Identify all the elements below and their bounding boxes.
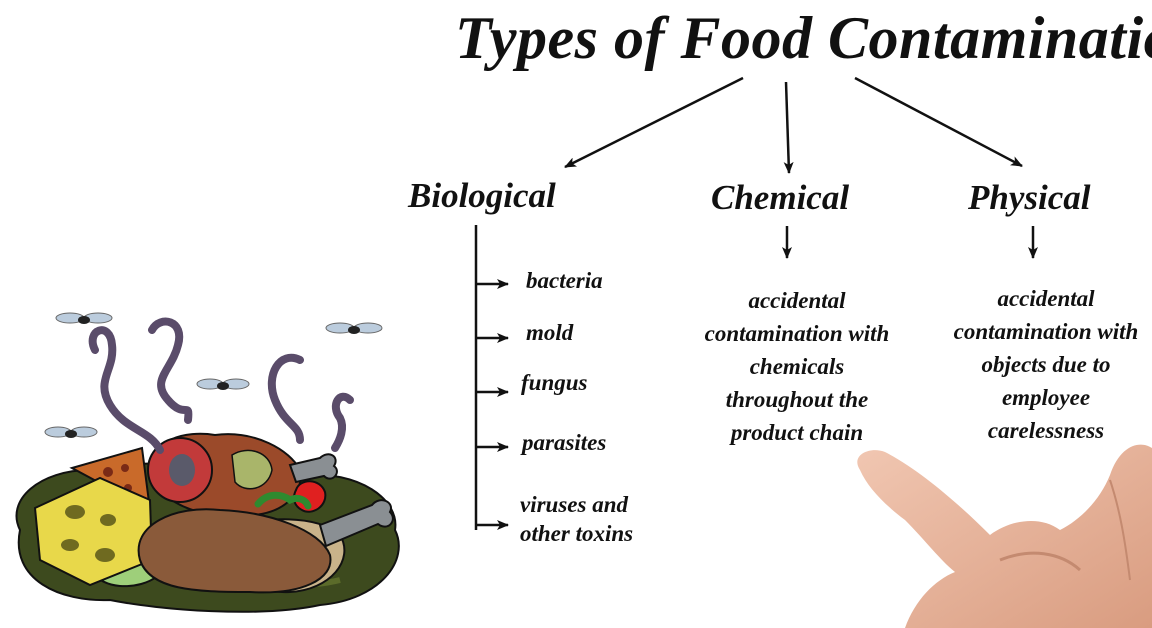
chemical-description: accidental contamination with chemicals … <box>697 284 897 449</box>
biological-item-mold: mold <box>526 320 573 346</box>
category-chemical: Chemical <box>711 178 849 218</box>
biological-item-fungus: fungus <box>521 370 587 396</box>
physical-description: accidental contamination with objects du… <box>946 282 1146 447</box>
diagram-title: Types of Food Contamination <box>455 4 1152 73</box>
category-physical: Physical <box>968 178 1090 218</box>
biological-item-viruses: viruses and other toxins <box>520 490 660 548</box>
biological-item-bacteria: bacteria <box>526 268 603 294</box>
category-biological: Biological <box>408 176 556 216</box>
hand-shape <box>857 445 1152 628</box>
biological-item-parasites: parasites <box>522 430 606 456</box>
